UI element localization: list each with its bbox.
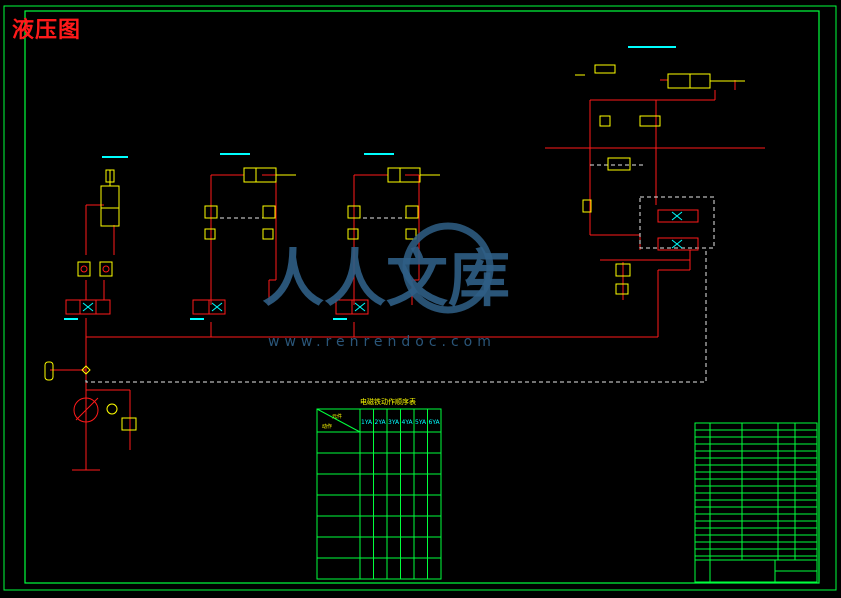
table-column-header: 3YA xyxy=(388,419,400,426)
watermark-url: www.renrendoc.com xyxy=(268,334,496,350)
drawing-title: 液压图 xyxy=(12,18,82,43)
watermark-brand: 人人文库 xyxy=(262,242,510,315)
return-line xyxy=(85,164,715,383)
table-corner-bottom: 动作 xyxy=(322,423,332,430)
table-column-header: 1YA xyxy=(361,419,373,426)
table-column-header: 4YA xyxy=(402,419,414,426)
table-column-header: 5YA xyxy=(415,419,427,426)
valve-action-table xyxy=(316,408,442,580)
title-block xyxy=(694,422,818,583)
table-column-header: 6YA xyxy=(429,419,441,426)
cylinder-right xyxy=(667,73,745,89)
cylinder-middle-2 xyxy=(387,167,440,183)
component-labels xyxy=(64,46,676,320)
cylinder-left xyxy=(100,169,120,227)
table-corner-top: 元件 xyxy=(332,413,342,420)
outer-border xyxy=(3,5,837,591)
inner-border xyxy=(24,10,820,584)
valve-blocks xyxy=(44,64,699,431)
cylinder-middle-1 xyxy=(243,167,296,183)
table-column-header: 2YA xyxy=(375,419,387,426)
watermark-logo: 人人文库 www.renrendoc.com xyxy=(262,222,510,350)
table-title: 电磁铁动作顺序表 xyxy=(360,397,416,406)
